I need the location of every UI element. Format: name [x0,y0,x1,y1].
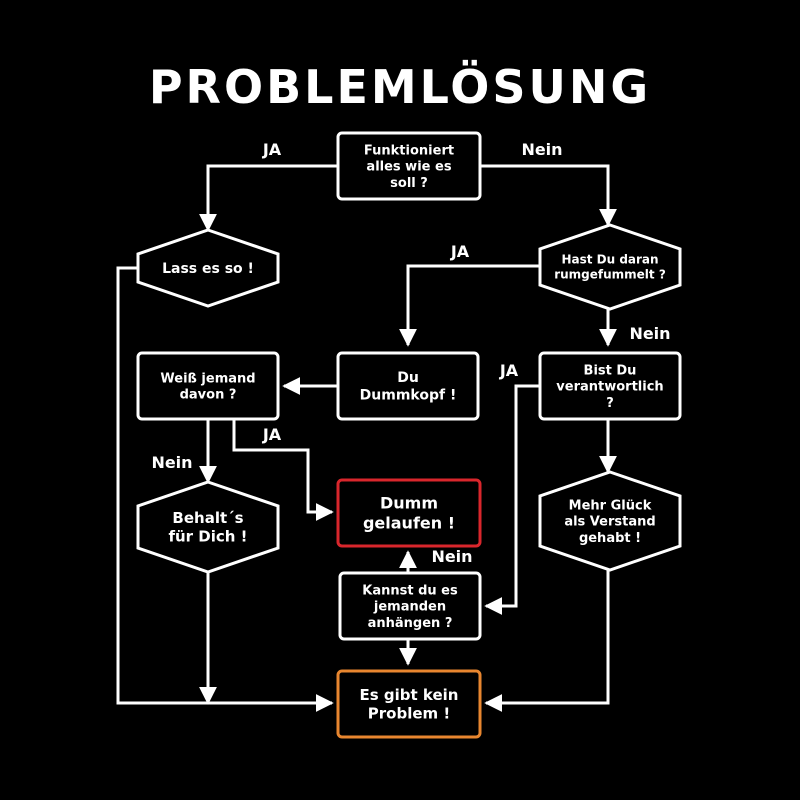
node-label-line: verantwortlich [556,380,663,395]
rect-shape [336,478,482,548]
edge-label: JA [499,361,519,380]
diagram-title: PROBLEMLÖSUNG [148,60,652,114]
node-label-line: Behalt´s [172,509,243,527]
edge-label: JA [450,242,470,261]
edge-n9-n11 [484,562,610,712]
edge-n5-n8 [232,419,334,521]
node-n2: Lass es so ! [136,228,280,308]
node-label-line: alles wie es [366,160,451,175]
rect-shape [336,131,482,201]
node-label-line: Lass es so ! [162,261,254,277]
edge-n6-n10 [484,384,540,615]
hexagon-shape [538,470,682,572]
node-label-line: davon ? [180,388,237,403]
node-label-line: Hast Du daran [561,253,658,267]
rect-shape [338,571,482,641]
node-label-line: jemanden [373,600,446,615]
node-label-line: gelaufen ! [363,514,455,533]
hexagon-shape [136,480,280,574]
node-n5: Weiß jemand davon ? [136,351,280,421]
edge-n3-n4 [399,264,540,347]
node-label-line: Problem ! [368,705,450,723]
node-label-line: gehabt ! [579,531,641,546]
edge-n1-n3 [480,164,617,227]
node-label-line: anhängen ? [368,616,453,631]
edges-layer [116,164,617,712]
edge-label: JA [262,140,282,159]
node-label-line: Mehr Glück [569,498,652,513]
rect-shape [538,351,682,421]
edge-label: Nein [151,453,192,472]
node-label-line: soll ? [390,176,428,191]
node-label-line: als Verstand [564,515,655,530]
edge-label: Nein [521,140,562,159]
node-label-line: Funktioniert [364,143,454,158]
edge-label: Nein [629,324,670,343]
hexagon-shape [136,228,280,308]
node-label-line: Du [397,370,419,386]
node-n6: Bist Du verantwortlich? [538,351,682,421]
edge-n2-n11 [116,266,334,712]
node-label-line: ? [606,396,614,411]
node-label-line: Weiß jemand [160,371,255,386]
node-label-line: rumgefummelt ? [554,268,666,282]
node-label-line: Kannst du es [362,583,458,598]
node-label-line: Dumm [380,494,438,513]
rect-shape [136,351,280,421]
node-label-line: für Dich ! [168,528,247,546]
hexagon-shape [538,223,682,311]
node-label-line: Bist Du [584,363,637,378]
node-label-line: Es gibt kein [360,686,459,704]
edge-label: JA [262,425,282,444]
rect-shape [336,351,480,421]
rect-shape [336,669,482,739]
edge-n1-n2 [199,164,338,232]
node-label-line: Dummkopf ! [360,388,457,404]
edge-label: Nein [431,547,472,566]
